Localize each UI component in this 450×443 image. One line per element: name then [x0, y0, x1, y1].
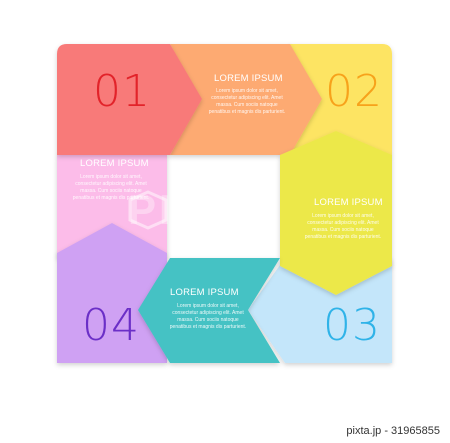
footer-credit: pixta.jp - 31965855 [346, 425, 440, 437]
step-number-03: 03 [323, 300, 381, 351]
left-block-text: Lorem ipsum dolor sit amet, consectetur … [72, 174, 150, 201]
step-number-04: 04 [82, 300, 140, 351]
orange-arrow-block [170, 44, 322, 155]
right-block-title: LOREM IPSUM [314, 197, 383, 208]
step-number-02: 02 [325, 66, 383, 117]
right-block-text: Lorem ipsum dolor sit amet, consectetur … [304, 213, 382, 240]
violet-arrow-block [57, 223, 167, 363]
top-block-title: LOREM IPSUM [214, 73, 283, 84]
watermark-logo-icon [128, 190, 168, 230]
yellow-arrow-block [288, 44, 392, 155]
lime-arrow-block [280, 131, 392, 295]
bottom-block-text: Lorem ipsum dolor sit amet, consectetur … [169, 303, 247, 330]
bottom-block-title: LOREM IPSUM [170, 287, 239, 298]
red-arrow-block [57, 44, 202, 155]
step-number-01: 01 [93, 66, 151, 117]
teal-arrow-block [138, 258, 280, 363]
left-block-title: LOREM IPSUM [80, 158, 149, 169]
top-block-text: Lorem ipsum dolor sit amet, consectetur … [208, 88, 286, 115]
watermark-text: PIXTA [128, 186, 264, 233]
